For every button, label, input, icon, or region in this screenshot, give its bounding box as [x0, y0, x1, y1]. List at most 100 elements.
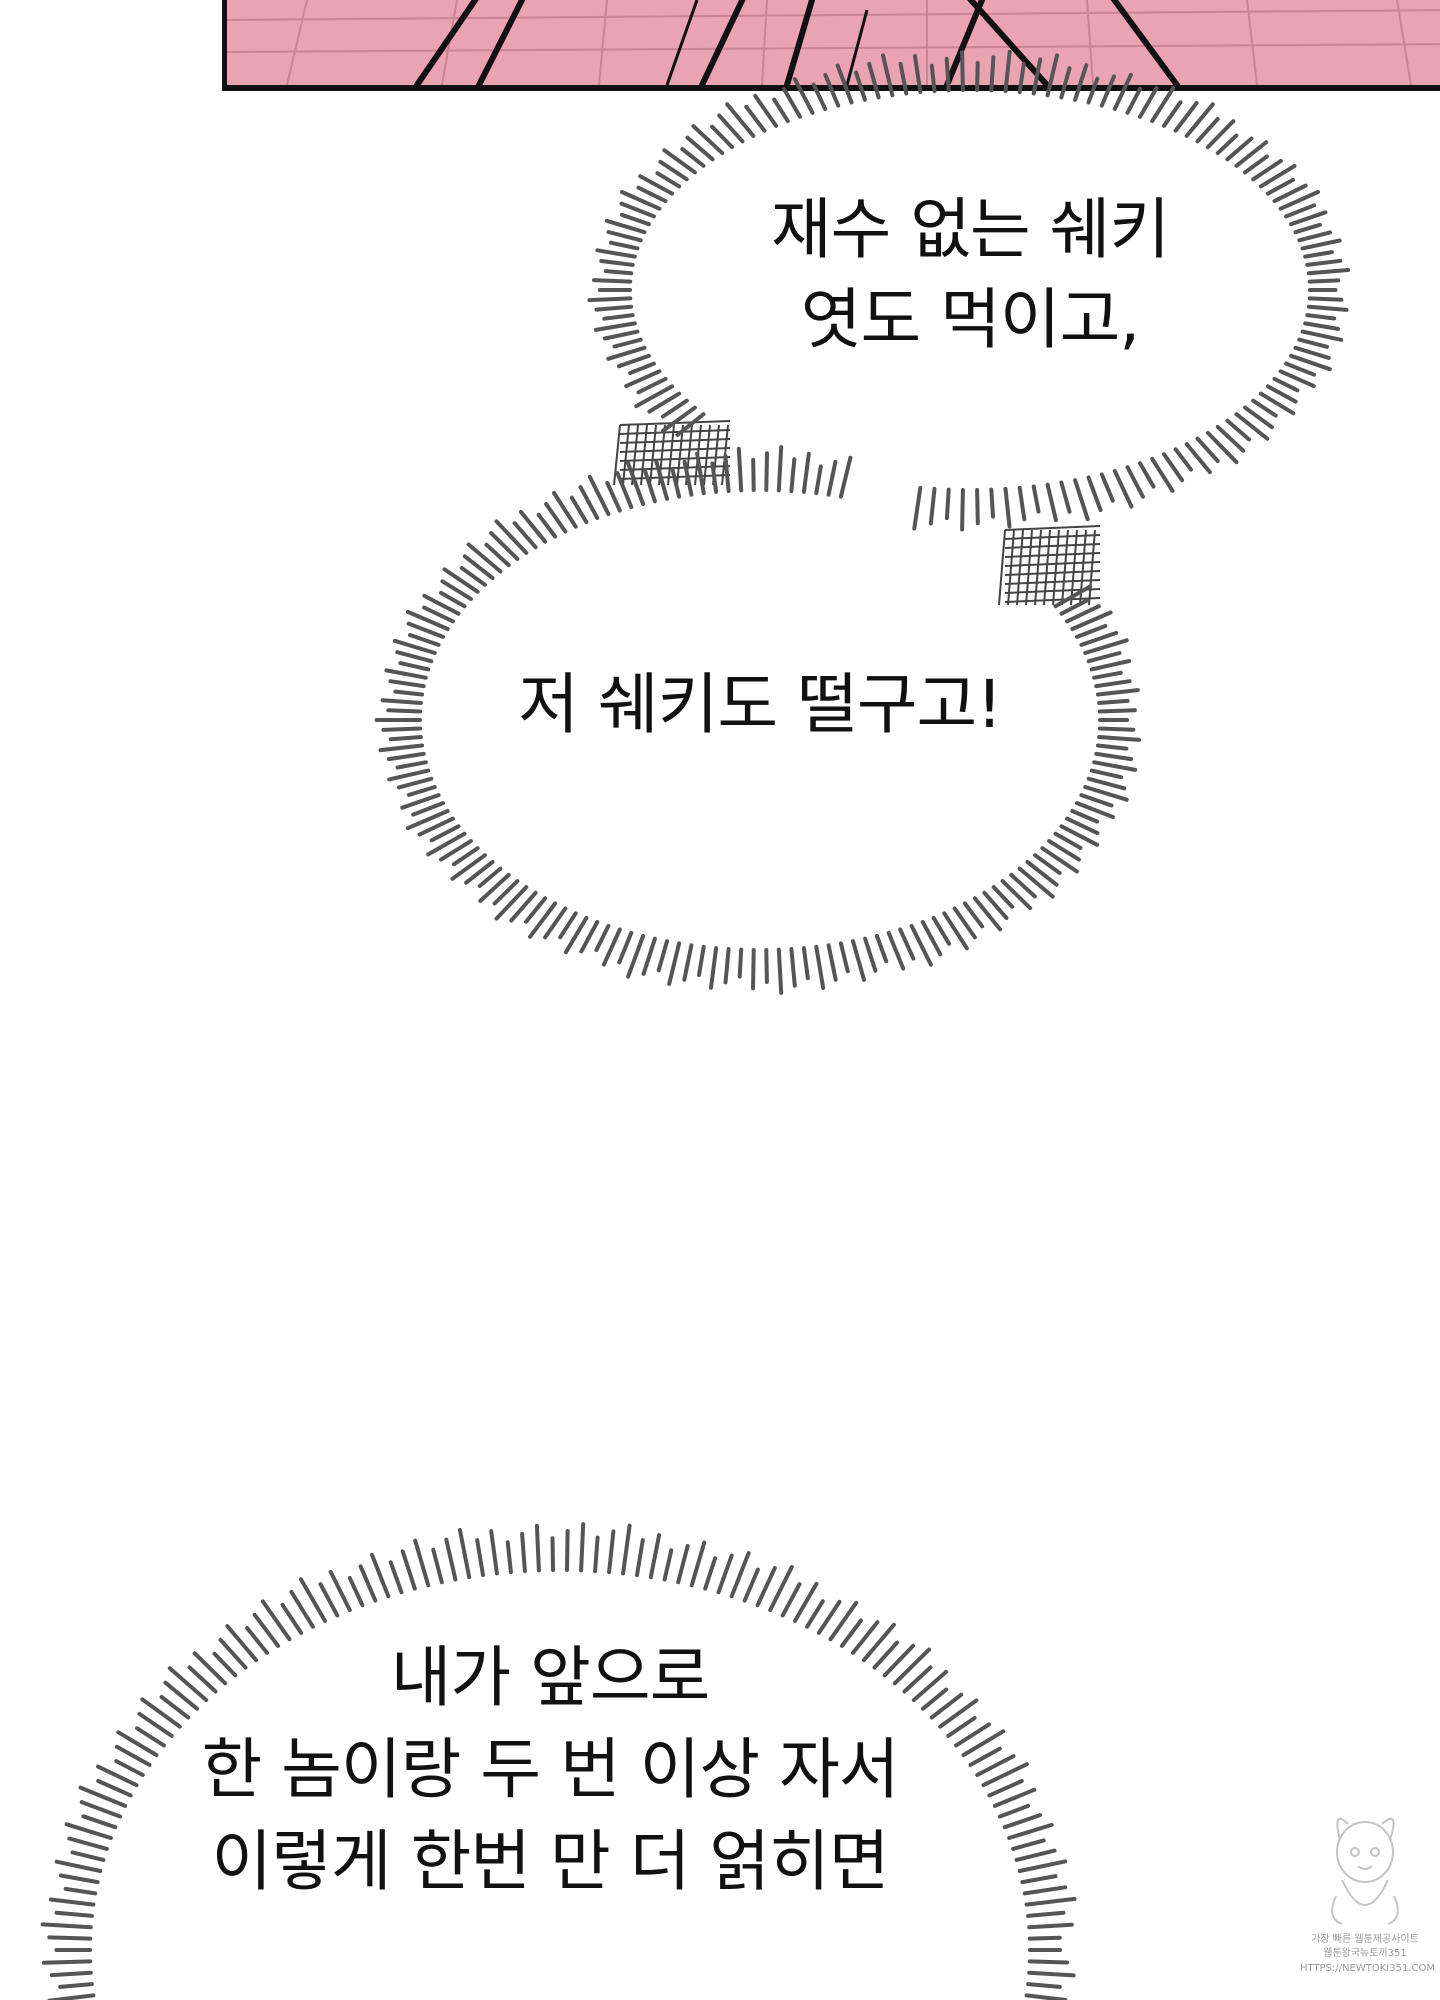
- bubble-tick: [599, 259, 635, 267]
- bubble-tick: [682, 459, 694, 497]
- bubble-tick: [944, 487, 951, 521]
- bubble-tick: [1251, 158, 1283, 182]
- bubble-tick: [603, 269, 634, 276]
- bubble-tick: [1079, 630, 1119, 647]
- bubble-tick: [64, 1822, 113, 1840]
- bubble-tick: [838, 941, 850, 974]
- bubble-tick: [388, 1560, 404, 1595]
- bubble-tick: [1075, 801, 1115, 819]
- bubble-tick: [998, 1803, 1031, 1819]
- bubble-tick: [624, 369, 662, 389]
- bubble-tick: [1059, 598, 1089, 616]
- bubble-tick: [892, 1647, 932, 1686]
- bubble-tick: [811, 82, 828, 111]
- bubble-tick: [851, 939, 866, 982]
- bubble-tick: [595, 248, 637, 259]
- hatch-line: [1043, 529, 1051, 606]
- bubble-tick: [289, 1589, 315, 1629]
- bubble-tick-ring: [40, 1522, 1077, 2000]
- bubble-tick: [972, 896, 1003, 932]
- bubble-tick: [1289, 210, 1328, 227]
- bubble-tick: [992, 1787, 1037, 1808]
- bubble-tick: [626, 934, 646, 979]
- bubble-tick: [1138, 461, 1156, 489]
- bubble-tick: [1300, 238, 1342, 251]
- bubble-tick: [1086, 475, 1103, 512]
- bubble-tick: [298, 1577, 327, 1623]
- bubble-tick: [886, 930, 906, 971]
- bubble-tick: [58, 1982, 94, 1989]
- bubble-tick: [550, 1536, 555, 1572]
- bubble-tick: [1258, 164, 1297, 189]
- bubble-tick: [1162, 452, 1185, 483]
- bubble-tick: [1265, 177, 1295, 196]
- bubble-tick: [137, 1711, 174, 1738]
- bubble-tick: [1225, 136, 1254, 162]
- bubble-tick: [1073, 63, 1089, 102]
- bubble-tick: [47, 1993, 96, 2000]
- bubble-tick: [1017, 1859, 1068, 1873]
- bubble-tick: [70, 1850, 106, 1862]
- bubble-tick: [1059, 66, 1072, 100]
- bubble-tick: [789, 457, 797, 493]
- bubble-tick: [737, 947, 744, 979]
- bubble-tick: [245, 1626, 269, 1655]
- bubble-tick: [1047, 839, 1081, 862]
- bubble-tick: [1020, 1874, 1058, 1885]
- bubble-tick: [872, 1640, 899, 1670]
- bubble-tick: [944, 56, 951, 93]
- bubble-tick: [1002, 1813, 1042, 1830]
- bubble-tick: [58, 1873, 100, 1885]
- bubble-tick: [960, 488, 965, 532]
- bubble-tick: [318, 1582, 340, 1618]
- bubble-tick: [405, 809, 450, 831]
- bubble-tick: [1083, 785, 1129, 802]
- bubble-tick: [429, 824, 461, 843]
- bubble-tick: [643, 468, 657, 504]
- bubble-tick: [987, 1779, 1024, 1798]
- bubble-tick: [1215, 133, 1239, 156]
- watermark-line-3: HTTPS://NEWTOKI351.COM: [1300, 1963, 1435, 1974]
- bubble-tick: [518, 509, 548, 544]
- bubble-tick: [661, 398, 689, 419]
- bubble-tick: [764, 451, 769, 492]
- bubble-tick: [400, 1549, 417, 1591]
- bubble-tick: [989, 487, 995, 519]
- bubble-tick: [725, 102, 756, 138]
- bubble-tick: [54, 1910, 94, 1918]
- bubble-tick: [408, 633, 441, 647]
- bubble-tick: [400, 793, 441, 810]
- watermark-line-2: 웹툰왕국뉴토끼351: [1323, 1948, 1407, 1959]
- bubble-tick: [814, 464, 823, 496]
- bubble-tick: [218, 1637, 248, 1670]
- bubble-tick: [1272, 376, 1300, 393]
- bubble-tick: [1278, 369, 1316, 389]
- bubble-tick: [676, 1544, 690, 1585]
- bubble-tick: [558, 911, 578, 940]
- bubble-tick: [654, 459, 669, 501]
- bubble-tick: [751, 457, 756, 492]
- bubble-tick: [881, 53, 895, 98]
- bubble-tick: [1031, 484, 1041, 514]
- bubble-tick: [96, 1779, 133, 1798]
- bubble-tick: [381, 726, 423, 732]
- bubble-tick: [212, 1651, 238, 1678]
- bubble-tick: [41, 1959, 93, 1965]
- bubble-tick: [1173, 447, 1193, 472]
- hatch-line: [998, 529, 1006, 606]
- bubble-tick: [670, 468, 682, 499]
- bubble-tick: [1024, 1896, 1077, 1907]
- bubble-tick: [413, 1538, 431, 1588]
- bubble-tick: [1184, 102, 1215, 138]
- bubble-tick: [772, 97, 790, 124]
- bubble-tick: [612, 337, 643, 349]
- bubble-tick: [1307, 278, 1341, 284]
- bubble-tick: [370, 1552, 391, 1599]
- bubble-tick: [386, 751, 426, 762]
- bubble-tick: [594, 304, 634, 312]
- bubble-tick: [159, 1695, 191, 1720]
- bubble-tick: [405, 609, 450, 631]
- bubble-tick: [81, 1814, 118, 1830]
- bubble-tick: [602, 329, 640, 341]
- bubble-tick: [328, 1569, 352, 1613]
